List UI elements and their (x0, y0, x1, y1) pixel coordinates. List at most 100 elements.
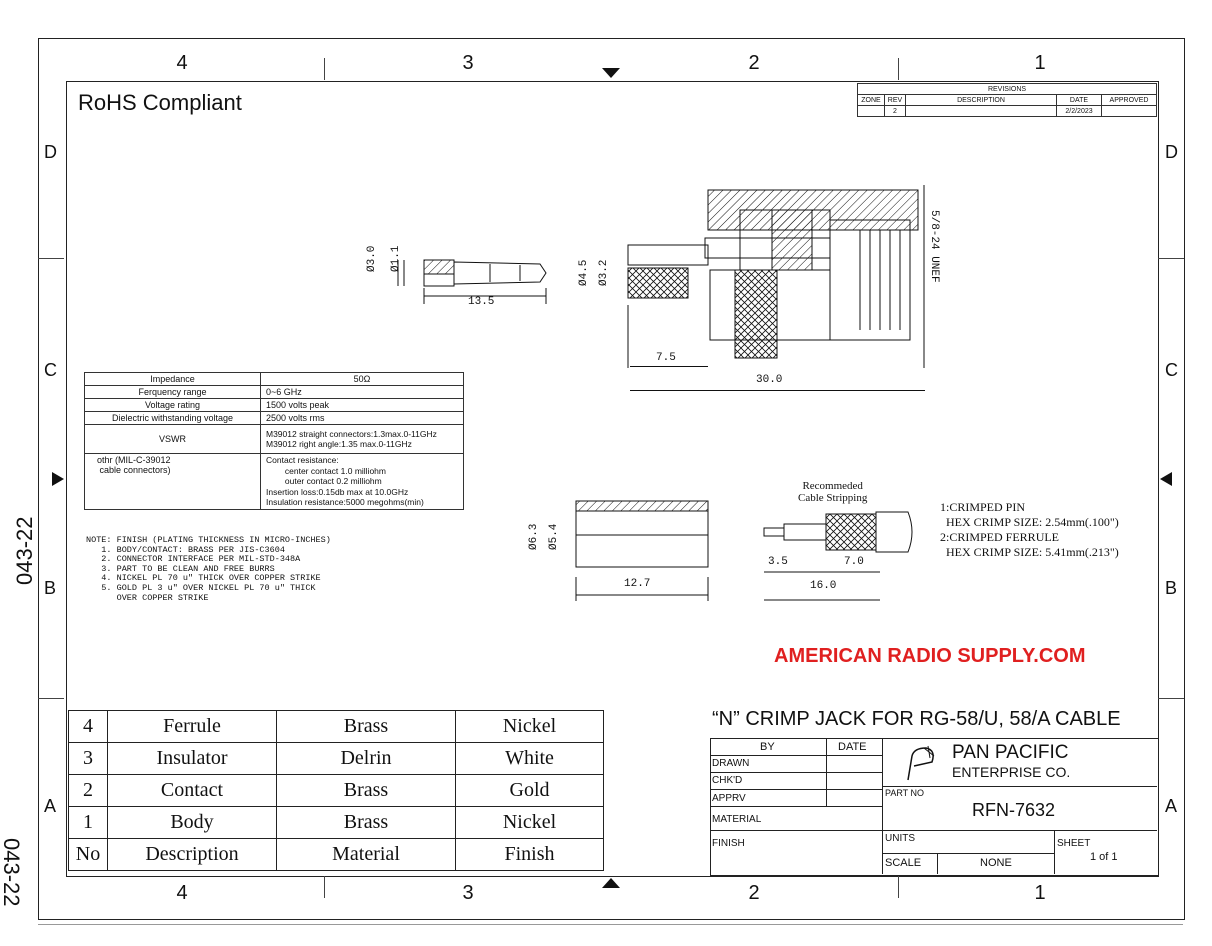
tb-sheet: SHEET (1057, 838, 1091, 849)
tb-scale: SCALE (885, 857, 922, 869)
center-arrow-right-icon (1160, 472, 1172, 486)
inner-border (66, 81, 1159, 877)
tb-line (710, 755, 882, 756)
zone-tick (38, 258, 64, 259)
dim-line (630, 390, 925, 391)
zone-tick (898, 876, 899, 898)
dim-30: 30.0 (756, 374, 783, 386)
drawing-title: “N” CRIMP JACK FOR RG-58/U, 58/A CABLE (712, 708, 1121, 730)
tb-finish: FINISH (712, 838, 745, 849)
center-arrow-top-icon (602, 68, 620, 78)
zone-tick (1158, 698, 1184, 699)
bom-material: Brass (276, 710, 456, 743)
zone-right-C: C (1165, 360, 1178, 380)
zone-tick (898, 58, 899, 80)
dim-pin-d1: Ø3.0 (366, 245, 378, 272)
revisions-table: REVISIONS ZONE REV DESCRIPTION DATE APPR… (857, 83, 1157, 117)
company-name-1: PAN PACIFIC (952, 742, 1069, 763)
dim-7-5: 7.5 (656, 352, 676, 364)
zone-right-B: B (1165, 578, 1178, 598)
bom-desc: Body (107, 806, 277, 839)
bom-desc: Insulator (107, 742, 277, 775)
brand-label: AMERICAN RADIO SUPPLY.COM (774, 645, 1086, 667)
tb-line (710, 806, 882, 807)
rev-header: APPROVED (1101, 94, 1157, 106)
spec-value: Contact resistance: center contact 1.0 m… (260, 453, 464, 510)
bom-no: 1 (68, 806, 108, 839)
spec-value: 1500 volts peak (260, 398, 464, 412)
bom-finish: Gold (455, 774, 604, 807)
tb-drawn: DRAWN (712, 758, 750, 769)
company-logo-icon (907, 745, 935, 781)
spec-key: Impedance (84, 372, 261, 386)
zone-tick (38, 698, 64, 699)
revisions-title: REVISIONS (857, 83, 1157, 95)
bom-finish: White (455, 742, 604, 775)
dim-thread: 5/8-24 UNEF (928, 210, 940, 283)
spec-value: 50Ω (260, 372, 464, 386)
side-label-upper: 043-22 (12, 516, 37, 585)
rev-cell (857, 105, 885, 117)
dim-fer-d1: Ø6.3 (528, 523, 540, 550)
side-label-lower: 043-22 (0, 838, 24, 907)
company-name-2: ENTERPRISE CO. (952, 764, 1071, 780)
dim-pin-d2: Ø1.1 (390, 245, 402, 272)
tb-line (937, 853, 938, 874)
rev-header: ZONE (857, 94, 885, 106)
zone-bottom-4: 4 (176, 882, 188, 904)
tb-material: MATERIAL (712, 814, 762, 825)
spec-key: Voltage rating (84, 398, 261, 412)
title-block (710, 738, 1159, 876)
tb-line (1054, 830, 1055, 874)
tb-apprv: APPRV (712, 793, 746, 804)
tb-line (882, 786, 1157, 787)
zone-right-A: A (1165, 796, 1178, 816)
bom-no: No (68, 838, 108, 871)
rohs-label: RoHS Compliant (78, 90, 242, 115)
rev-header: REV (884, 94, 906, 106)
bom-finish: Nickel (455, 710, 604, 743)
spec-key: Dielectric withstanding voltage (84, 411, 261, 425)
tb-line (882, 738, 883, 874)
pin-drawing (397, 259, 547, 304)
tb-scale-val: NONE (980, 857, 1012, 869)
dim-pin-len: 13.5 (468, 296, 495, 308)
rev-cell (905, 105, 1057, 117)
dim-fer-d2: Ø5.4 (548, 523, 560, 550)
zone-bottom-2: 2 (748, 882, 760, 904)
bom-desc: Contact (107, 774, 277, 807)
tb-line (710, 789, 882, 790)
tb-chkd: CHK'D (712, 775, 743, 786)
outer-border (38, 38, 1185, 920)
bom-material: Brass (276, 774, 456, 807)
zone-tick (324, 58, 325, 80)
tb-partno: RFN-7632 (972, 800, 1056, 820)
zone-bottom-3: 3 (462, 882, 474, 904)
dim-body-d2: Ø3.2 (598, 259, 610, 286)
zone-tick (1158, 258, 1184, 259)
cable-drawing (763, 511, 913, 601)
spec-value: 0~6 GHz (260, 385, 464, 399)
strip-title: Recommeded Cable Stripping (798, 480, 868, 504)
tb-partno-label: PART NO (885, 788, 925, 798)
spec-key: VSWR (84, 424, 261, 454)
connector-drawing (627, 185, 925, 368)
spec-key: othr (MIL-C-39012 cable connectors) (84, 453, 261, 510)
tb-units: UNITS (885, 833, 915, 844)
spec-key: Ferquency range (84, 385, 261, 399)
zone-top-3: 3 (462, 52, 474, 74)
bom-no: 4 (68, 710, 108, 743)
spec-value: M39012 straight connectors:1.3max.0-11GH… (260, 424, 464, 454)
zone-left-C: C (44, 360, 57, 380)
ferrule-drawing (575, 500, 709, 601)
tb-line (710, 772, 882, 773)
center-arrow-left-icon (52, 472, 64, 486)
zone-left-D: D (44, 142, 57, 162)
zone-tick (324, 876, 325, 898)
bom-material: Delrin (276, 742, 456, 775)
zone-top-2: 2 (748, 52, 760, 74)
rev-cell: 2/2/2023 (1056, 105, 1102, 117)
spec-value: 2500 volts rms (260, 411, 464, 425)
dim-body-d1: Ø4.5 (578, 259, 590, 286)
